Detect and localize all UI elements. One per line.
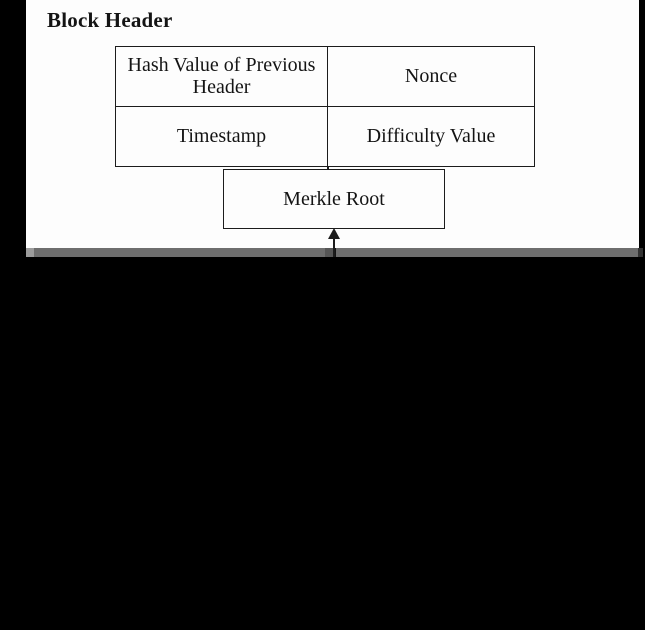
- merkle-root-box: Merkle Root: [223, 169, 445, 229]
- merkle-root-label: Merkle Root: [283, 187, 385, 210]
- arrow-stem: [333, 237, 335, 257]
- progress-bar-left-cap: [26, 248, 34, 257]
- table-cell-nonce-label: Nonce: [404, 65, 458, 88]
- block-header-table: Hash Value of Previous Header Nonce Time…: [115, 46, 535, 167]
- table-cell-prev-hash-label: Hash Value of Previous Header: [127, 53, 316, 99]
- table-cell-prev-hash: Hash Value of Previous Header: [116, 47, 328, 107]
- slide-title: Block Header: [47, 8, 173, 32]
- table-cell-difficulty: Difficulty Value: [328, 107, 534, 167]
- progress-bar-dark-segment: [325, 248, 333, 257]
- arrow-up-icon: [328, 228, 340, 239]
- progress-bar-right-cap: [638, 248, 643, 257]
- table-cell-timestamp: Timestamp: [116, 106, 328, 166]
- table-cell-timestamp-label: Timestamp: [176, 125, 267, 148]
- table-cell-difficulty-label: Difficulty Value: [366, 125, 496, 148]
- slide-canvas: Block Header Hash Value of Previous Head…: [26, 0, 639, 248]
- table-cell-nonce: Nonce: [328, 47, 534, 107]
